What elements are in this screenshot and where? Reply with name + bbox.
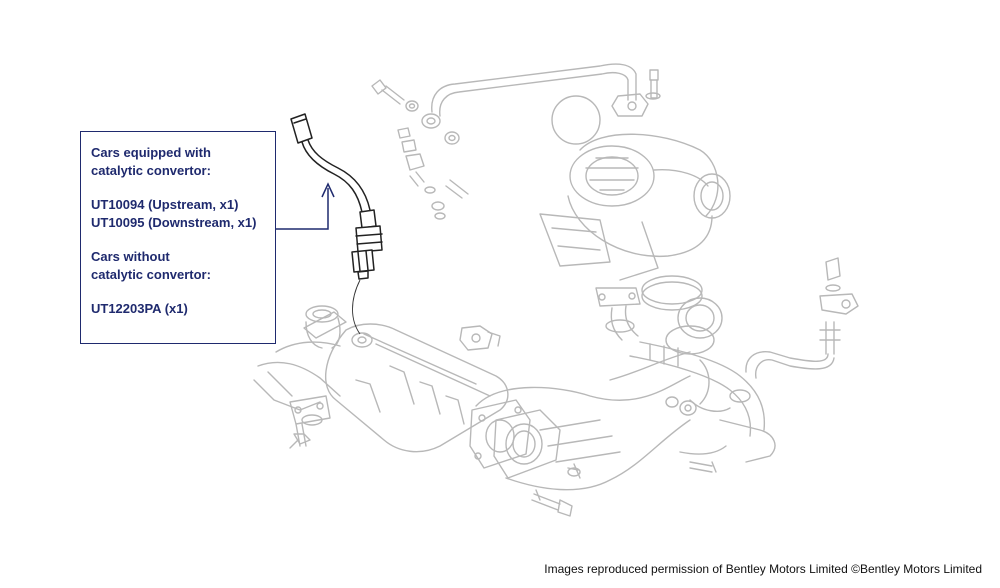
non-catalytic-heading: Cars without catalytic convertor: xyxy=(91,248,267,284)
exhaust-assembly-drawing xyxy=(253,63,859,517)
catalytic-heading: Cars equipped with catalytic convertor: xyxy=(91,144,267,180)
non-catalytic-part-number: UT12203PA (x1) xyxy=(91,301,188,316)
catalytic-parts: UT10094 (Upstream, x1) UT10095 (Downstre… xyxy=(91,196,267,232)
callout-pointer xyxy=(276,182,335,230)
sensor-body xyxy=(355,225,383,253)
non-catalytic-parts: UT12203PA (x1) xyxy=(91,300,267,318)
upstream-part-number: UT10094 (Upstream, x1) xyxy=(91,197,239,212)
downstream-part-number: UT10095 (Downstream, x1) xyxy=(91,215,257,230)
up-arrow-icon xyxy=(321,182,335,198)
catalytic-heading-line2: catalytic convertor: xyxy=(91,163,211,178)
sensor-cable xyxy=(301,141,365,225)
sensor-connector xyxy=(290,113,313,144)
catalytic-heading-line1: Cars equipped with xyxy=(91,145,211,160)
non-catalytic-heading-line1: Cars without xyxy=(91,249,170,264)
image-credit: Images reproduced permission of Bentley … xyxy=(544,562,982,576)
sensor-leader-line xyxy=(352,279,361,335)
callout-connector-line xyxy=(276,188,329,230)
oxygen-sensor-drawing xyxy=(290,113,383,280)
non-catalytic-heading-line2: catalytic convertor: xyxy=(91,267,211,282)
part-numbers-callout: Cars equipped with catalytic convertor: … xyxy=(80,131,276,344)
